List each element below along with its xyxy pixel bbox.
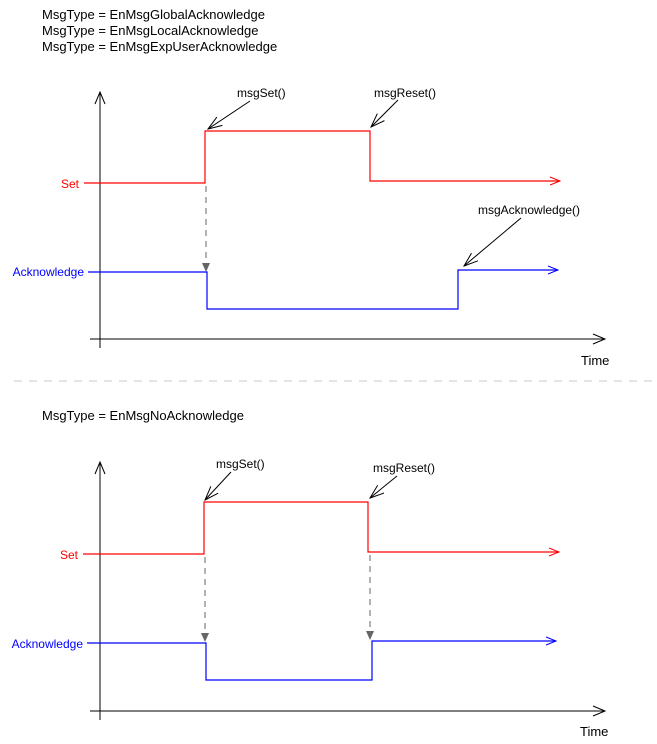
bottom-ack-label: Acknowledge (12, 637, 84, 651)
top-msgacknowledge-pointer (464, 217, 522, 266)
top-title-line-1: MsgType = EnMsgGlobalAcknowledge (42, 7, 265, 22)
bottom-title-line-1: MsgType = EnMsgNoAcknowledge (42, 408, 244, 423)
top-time-label: Time (581, 353, 609, 368)
bottom-msgset-annotation: msgSet() (216, 457, 265, 471)
bottom-ack-signal (87, 641, 556, 681)
top-title-line-2: MsgType = EnMsgLocalAcknowledge (42, 23, 258, 38)
top-msgreset-pointer (371, 99, 399, 127)
top-diagram: MsgType = EnMsgGlobalAcknowledge MsgType… (13, 7, 610, 368)
bottom-set-dependency-arrowhead (201, 633, 209, 642)
bottom-diagram: MsgType = EnMsgNoAcknowledge Time Set Ac… (12, 408, 609, 739)
bottom-msgreset-annotation: msgReset() (373, 461, 435, 475)
top-msgset-annotation: msgSet() (237, 86, 286, 100)
top-set-label: Set (61, 177, 80, 191)
bottom-reset-dependency-arrowhead (366, 631, 374, 640)
bottom-msgset-pointer (205, 471, 232, 500)
top-dependency-arrowhead (202, 263, 210, 272)
top-set-signal (84, 130, 560, 183)
top-title-line-3: MsgType = EnMsgExpUserAcknowledge (42, 39, 277, 54)
top-ack-label: Acknowledge (13, 265, 85, 279)
bottom-set-label: Set (60, 548, 79, 562)
top-msgset-pointer (208, 100, 251, 129)
bottom-msgreset-pointer (370, 475, 398, 498)
top-msgreset-annotation: msgReset() (374, 86, 436, 100)
bottom-time-label: Time (580, 724, 608, 739)
top-ack-signal (88, 270, 558, 310)
top-msgacknowledge-annotation: msgAcknowledge() (478, 203, 580, 217)
bottom-set-signal (83, 501, 559, 554)
